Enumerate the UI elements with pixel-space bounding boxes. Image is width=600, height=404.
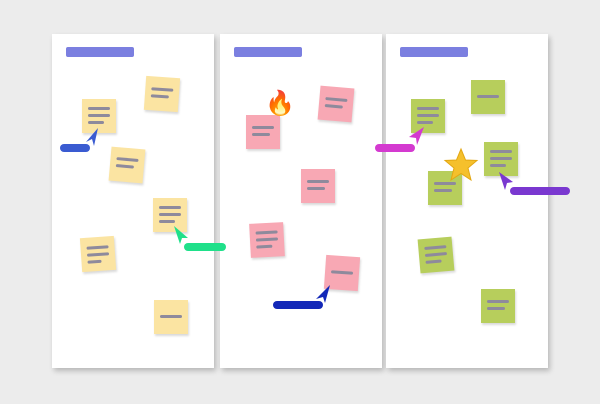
- sticky-note[interactable]: [471, 80, 505, 114]
- sticky-note[interactable]: [143, 75, 181, 113]
- sticky-note[interactable]: [249, 222, 285, 258]
- star-sticker[interactable]: [443, 147, 479, 182]
- magenta-user-cursor-icon: [409, 127, 424, 145]
- sticky-note[interactable]: [481, 289, 515, 323]
- column-3-header[interactable]: [400, 47, 468, 57]
- board-column-1[interactable]: [52, 34, 214, 368]
- sticky-note[interactable]: [301, 169, 335, 203]
- column-1-header[interactable]: [66, 47, 134, 57]
- sticky-note[interactable]: [82, 99, 116, 133]
- blue-user-cursor-label: [60, 144, 90, 152]
- green-user-cursor-icon: [174, 226, 188, 244]
- sticky-note[interactable]: [79, 235, 117, 273]
- purple-user-cursor-label: [510, 187, 570, 195]
- column-2-header[interactable]: [234, 47, 302, 57]
- sticky-note[interactable]: [153, 198, 187, 232]
- navy-user-cursor-icon: [316, 285, 330, 303]
- blue-user-cursor-icon: [86, 128, 98, 146]
- sticky-note[interactable]: [108, 146, 146, 184]
- sticky-note[interactable]: [246, 115, 280, 149]
- sticky-note[interactable]: [411, 99, 445, 133]
- fire-sticker[interactable]: 🔥: [265, 90, 295, 117]
- magenta-user-cursor-label: [375, 144, 415, 152]
- navy-user-cursor-label: [273, 301, 323, 309]
- purple-user-cursor-icon: [499, 172, 513, 190]
- sticky-note[interactable]: [484, 142, 518, 176]
- green-user-cursor-label: [184, 243, 226, 251]
- sticky-note[interactable]: [317, 85, 355, 123]
- sticky-note[interactable]: [154, 300, 188, 334]
- sticky-note[interactable]: [417, 236, 455, 274]
- board-column-3[interactable]: [386, 34, 548, 368]
